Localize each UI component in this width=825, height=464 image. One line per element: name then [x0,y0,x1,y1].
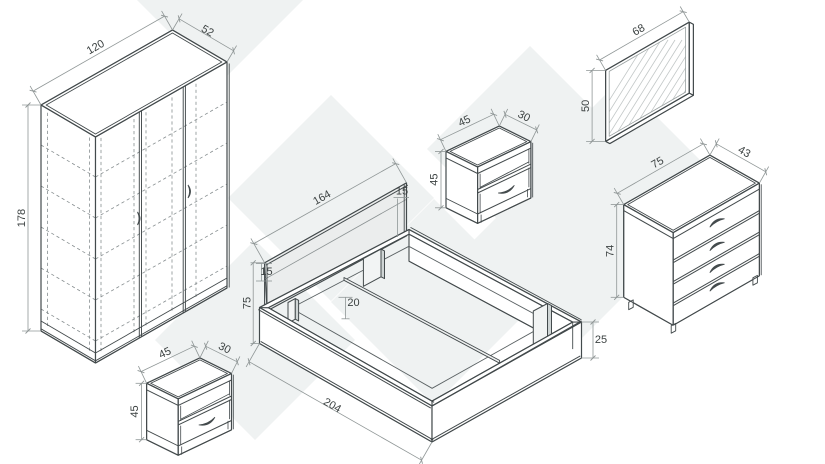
svg-text:75: 75 [241,297,253,309]
svg-text:25: 25 [595,334,607,346]
svg-text:15: 15 [260,266,272,278]
svg-text:20: 20 [347,297,359,309]
svg-text:15: 15 [396,185,408,197]
svg-text:74: 74 [605,245,617,257]
svg-text:30: 30 [516,108,532,124]
svg-text:178: 178 [16,209,28,227]
svg-text:45: 45 [428,173,440,185]
svg-text:45: 45 [157,345,173,361]
svg-text:52: 52 [199,23,216,40]
svg-text:45: 45 [456,113,472,129]
svg-text:50: 50 [580,100,592,112]
svg-text:68: 68 [631,22,648,39]
svg-text:75: 75 [649,155,666,172]
svg-text:45: 45 [129,405,141,417]
svg-text:43: 43 [736,144,753,160]
svg-text:30: 30 [216,340,232,356]
